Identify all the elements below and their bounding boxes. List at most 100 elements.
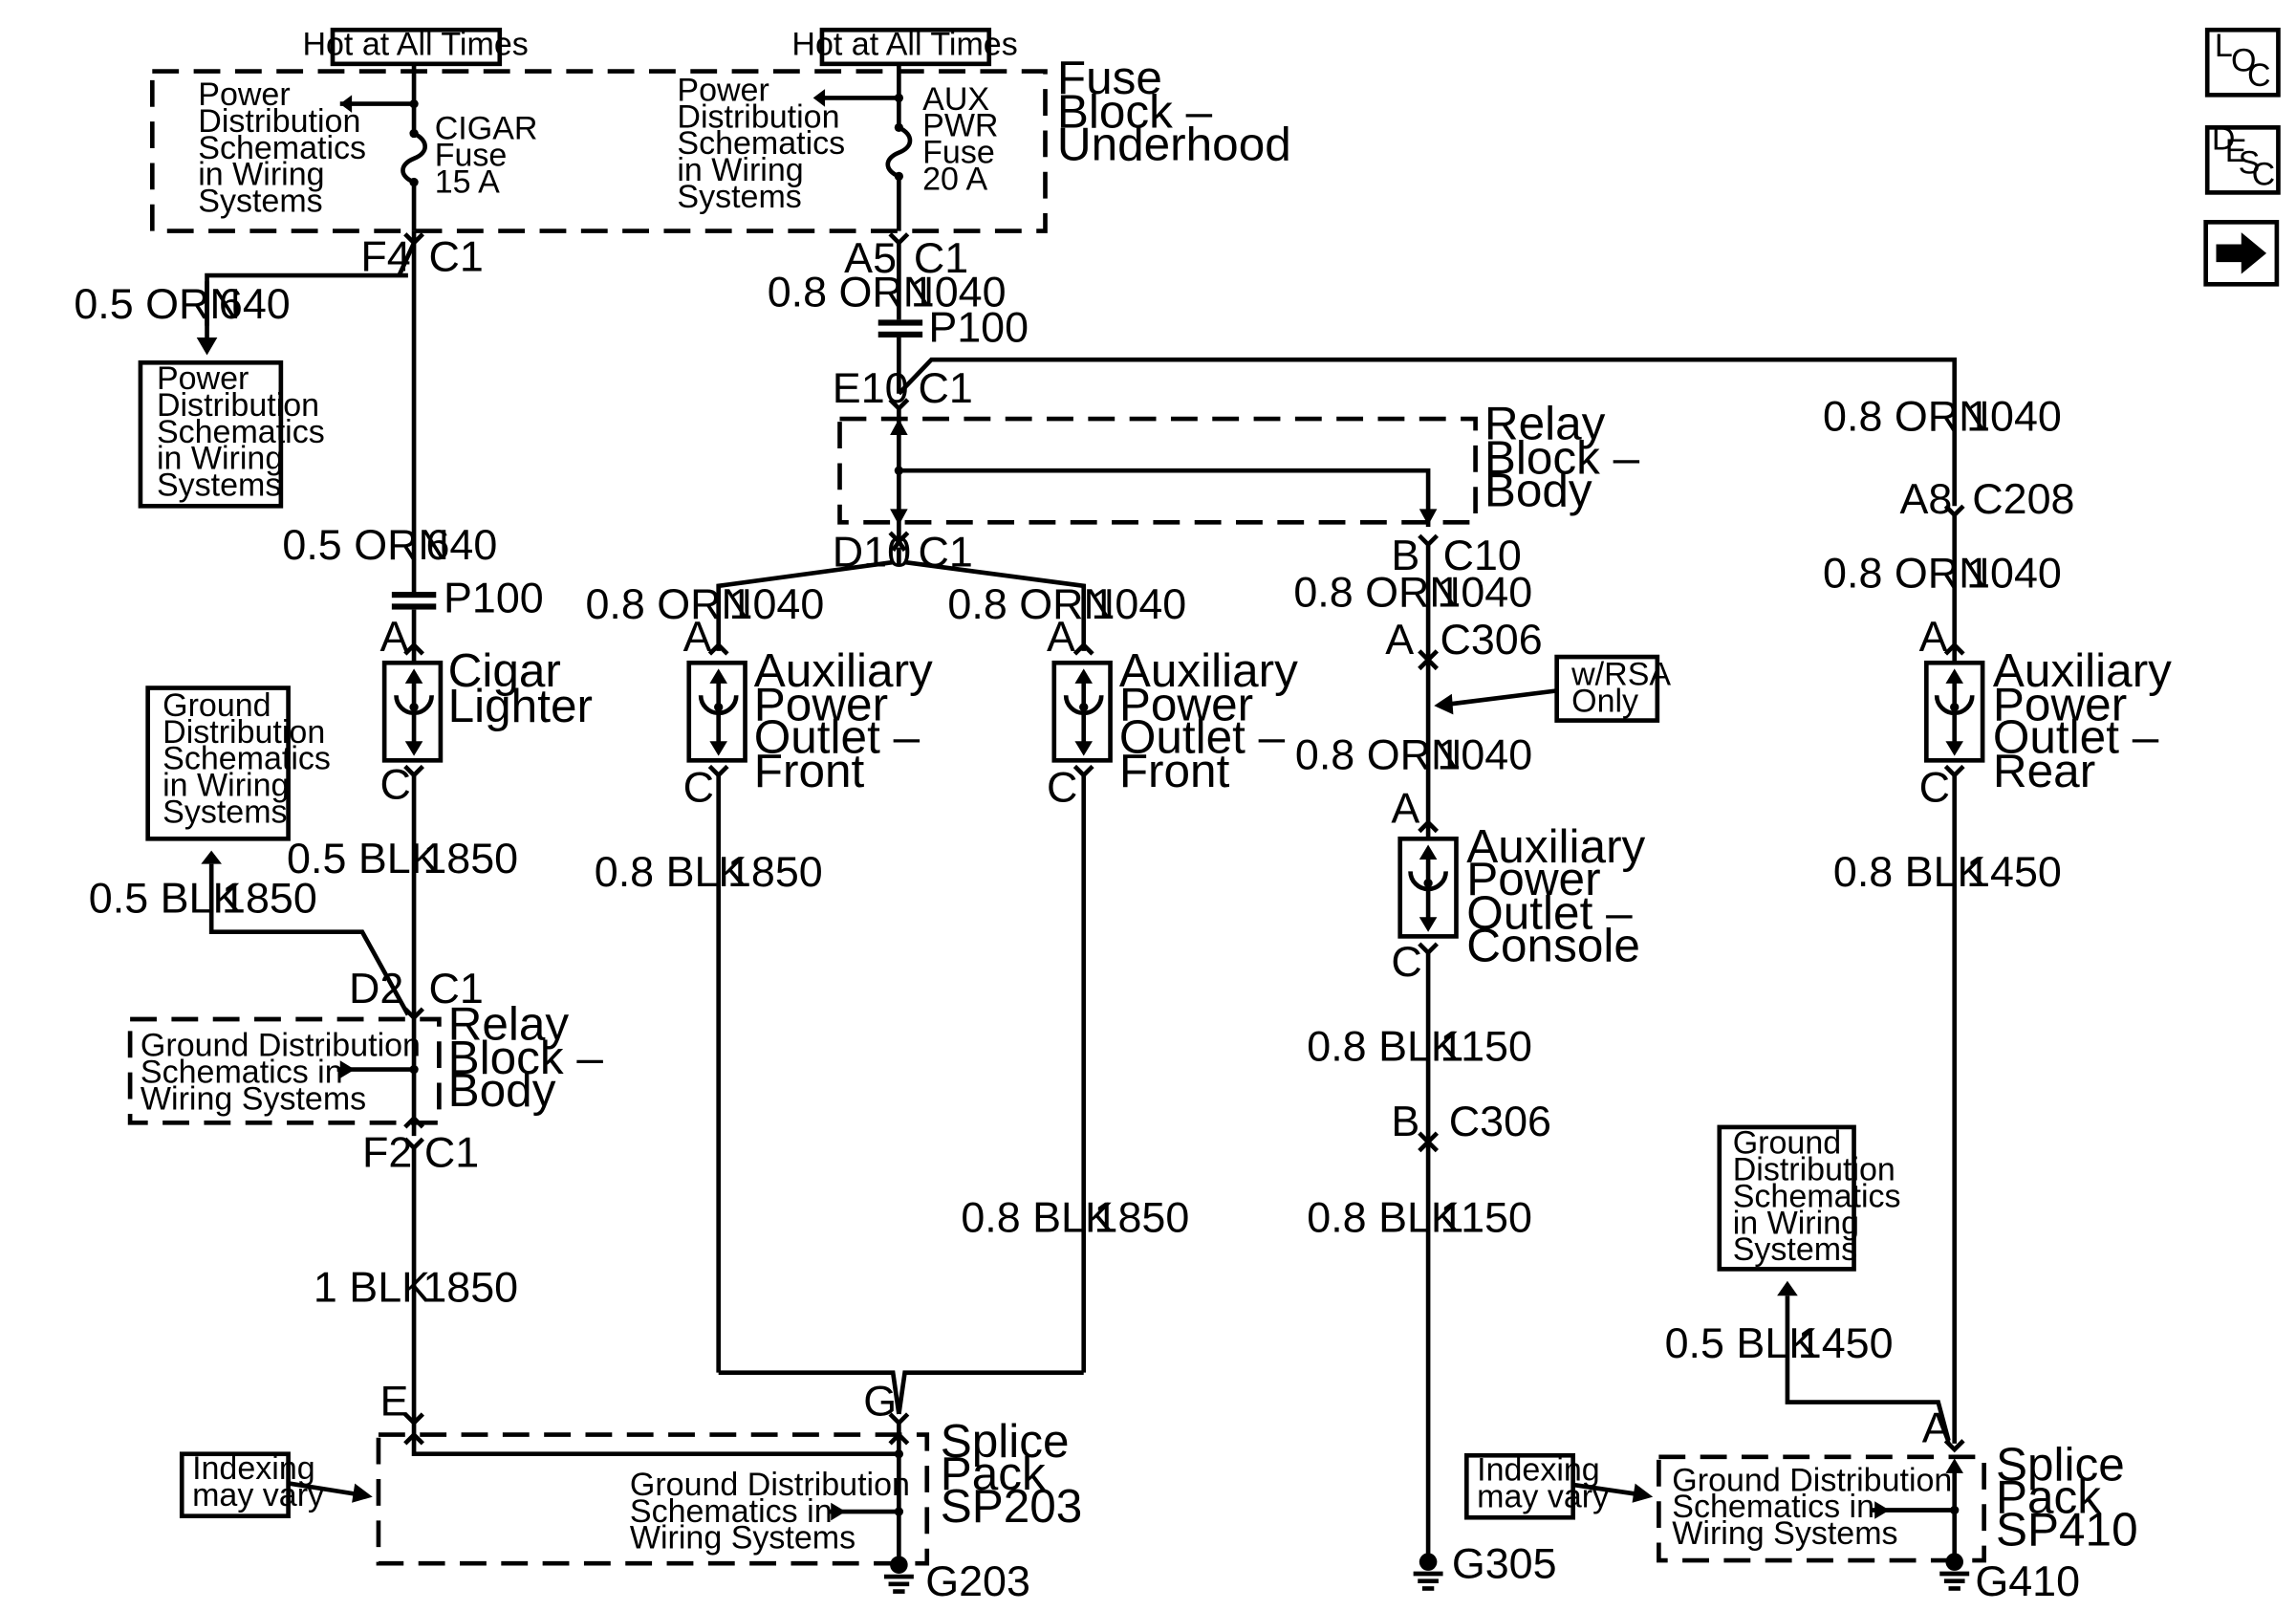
ground-G410: G410 xyxy=(1975,1557,2080,1605)
svg-text:Power: Power xyxy=(1993,679,2127,731)
connector-C1: C1 xyxy=(429,964,484,1012)
svg-text:20 A: 20 A xyxy=(922,161,987,197)
wire-color: 0.8 ORN xyxy=(947,579,1114,628)
svg-text:Distribution: Distribution xyxy=(162,714,325,751)
svg-text:Underhood: Underhood xyxy=(1057,118,1291,170)
svg-text:Wiring Systems: Wiring Systems xyxy=(630,1520,856,1557)
connector-C208: C208 xyxy=(1972,474,2074,523)
svg-text:Rear: Rear xyxy=(1993,745,2095,797)
relay-block-label-center: Relay Block – Body xyxy=(1484,398,1640,517)
ground-g410-icon xyxy=(1939,1553,1970,1591)
svg-text:in Wiring: in Wiring xyxy=(198,157,324,193)
circuit-number: 1850 xyxy=(422,1262,518,1311)
svg-text:Systems: Systems xyxy=(198,184,322,220)
connector-P100: P100 xyxy=(444,574,544,622)
terminal-B: B xyxy=(1391,531,1419,579)
circuit-number: 1450 xyxy=(1966,847,2062,896)
svg-text:Systems: Systems xyxy=(157,467,281,503)
svg-text:in Wiring: in Wiring xyxy=(1733,1205,1859,1241)
terminal-A: A xyxy=(1385,615,1414,664)
right-arrow-icon xyxy=(2216,232,2267,274)
svg-text:Ground Distribution: Ground Distribution xyxy=(630,1467,910,1503)
gds-ref-sp410: Ground Distribution Schematics in Wiring… xyxy=(1672,1462,1952,1552)
aux-power-outlet-console-icon xyxy=(1397,836,1459,939)
terminal-C: C xyxy=(1919,763,1950,812)
wire-color: 0.8 BLK xyxy=(1307,1021,1460,1070)
wire-color: 0.8 ORN xyxy=(1823,548,1989,597)
loc-button[interactable]: L O C xyxy=(2204,27,2281,98)
hot-label-left: Hot at All Times xyxy=(302,27,529,67)
svg-text:Relay: Relay xyxy=(448,998,570,1051)
svg-text:Auxiliary: Auxiliary xyxy=(1119,644,1298,697)
connector-C1: C1 xyxy=(918,363,972,412)
cigar-fuse-label: CIGAR Fuse 15 A xyxy=(435,111,538,201)
circuit-number: 1850 xyxy=(422,834,518,882)
svg-text:Auxiliary: Auxiliary xyxy=(1993,644,2172,697)
svg-text:SP203: SP203 xyxy=(941,1480,1083,1533)
desc-button[interactable]: D E S C xyxy=(2204,121,2281,195)
svg-text:Fuse: Fuse xyxy=(922,134,995,170)
circuit-number: 1150 xyxy=(1440,1193,1531,1242)
svg-text:Front: Front xyxy=(1119,745,1230,797)
circuit-number: 1850 xyxy=(222,874,317,923)
svg-text:Block –: Block – xyxy=(1484,431,1640,484)
svg-text:Cigar: Cigar xyxy=(448,644,561,697)
svg-text:Block –: Block – xyxy=(1057,85,1213,138)
wire-color: 0.8 ORN xyxy=(1823,391,1989,440)
svg-text:15 A: 15 A xyxy=(435,163,500,200)
svg-text:CIGAR: CIGAR xyxy=(435,111,538,147)
fuse-block-underhood xyxy=(149,69,1048,233)
terminal-F4: F4 xyxy=(360,231,410,280)
svg-text:Console: Console xyxy=(1466,920,1640,972)
ground-G203: G203 xyxy=(925,1557,1030,1605)
gds-ref-box-left: Ground Distribution Schematics in Wiring… xyxy=(145,686,331,841)
terminal-E: E xyxy=(379,1377,408,1426)
svg-text:Power: Power xyxy=(754,679,888,731)
svg-text:Schematics: Schematics xyxy=(162,741,331,777)
wire-color: 0.5 ORN xyxy=(74,279,240,328)
wire-color: 0.8 BLK xyxy=(961,1193,1114,1242)
rsa-note: w/RSA Only xyxy=(1554,654,1671,723)
pds-ref-fuse-left: Power Distribution Schematics in Wiring … xyxy=(198,76,366,219)
circuit-number: 1040 xyxy=(911,267,1007,316)
circuit-number: 640 xyxy=(425,520,497,569)
gds-ref-relay-left: Ground Distribution Schematics in Wiring… xyxy=(141,1028,421,1118)
terminal-D2: D2 xyxy=(349,964,403,1012)
svg-text:Schematics in: Schematics in xyxy=(141,1055,343,1091)
connector-C306: C306 xyxy=(1449,1097,1551,1145)
svg-text:Outlet –: Outlet – xyxy=(1119,711,1286,764)
svg-text:Schematics: Schematics xyxy=(198,130,366,166)
splice-pack-sp410 xyxy=(1657,1454,1986,1563)
circuit-number: 1150 xyxy=(1440,1021,1531,1070)
p100-connector-icon xyxy=(391,592,437,610)
svg-text:Hot at All Times: Hot at All Times xyxy=(302,27,528,63)
svg-text:Ground: Ground xyxy=(1733,1125,1841,1162)
svg-text:Power: Power xyxy=(1119,679,1253,731)
ground-g305-icon xyxy=(1413,1553,1443,1591)
svg-text:Fuse: Fuse xyxy=(435,138,508,174)
svg-text:Pack: Pack xyxy=(1996,1471,2101,1524)
svg-text:Systems: Systems xyxy=(677,179,801,215)
cigar-lighter-icon xyxy=(381,660,444,763)
svg-text:Schematics: Schematics xyxy=(1733,1178,1901,1214)
wire-color: 0.5 BLK xyxy=(89,874,242,923)
svg-text:Power: Power xyxy=(157,360,249,397)
apo-console-label: Auxiliary Power Outlet – Console xyxy=(1466,820,1645,972)
svg-text:Outlet –: Outlet – xyxy=(754,711,921,764)
wire-color: 0.8 ORN xyxy=(1295,730,1462,779)
hot-label-right: Hot at All Times xyxy=(791,27,1018,67)
svg-text:Front: Front xyxy=(754,745,865,797)
ground-g203-icon xyxy=(883,1556,914,1594)
relay-block-label-left: Relay Block – Body xyxy=(448,998,604,1118)
terminal-F2: F2 xyxy=(362,1128,412,1177)
svg-text:Indexing: Indexing xyxy=(192,1450,315,1487)
svg-text:Hot at All Times: Hot at All Times xyxy=(791,27,1017,63)
circuit-number: 1040 xyxy=(729,579,825,628)
svg-text:Power: Power xyxy=(677,73,769,109)
pds-ref-box-left: Power Distribution Schematics in Wiring … xyxy=(138,359,325,509)
circuit-number: 1040 xyxy=(1091,579,1186,628)
terminal-A: A xyxy=(1919,612,1948,661)
wire-color: 0.5 ORN xyxy=(282,520,448,569)
next-page-button[interactable] xyxy=(2203,220,2280,287)
svg-text:Outlet –: Outlet – xyxy=(1993,711,2159,764)
